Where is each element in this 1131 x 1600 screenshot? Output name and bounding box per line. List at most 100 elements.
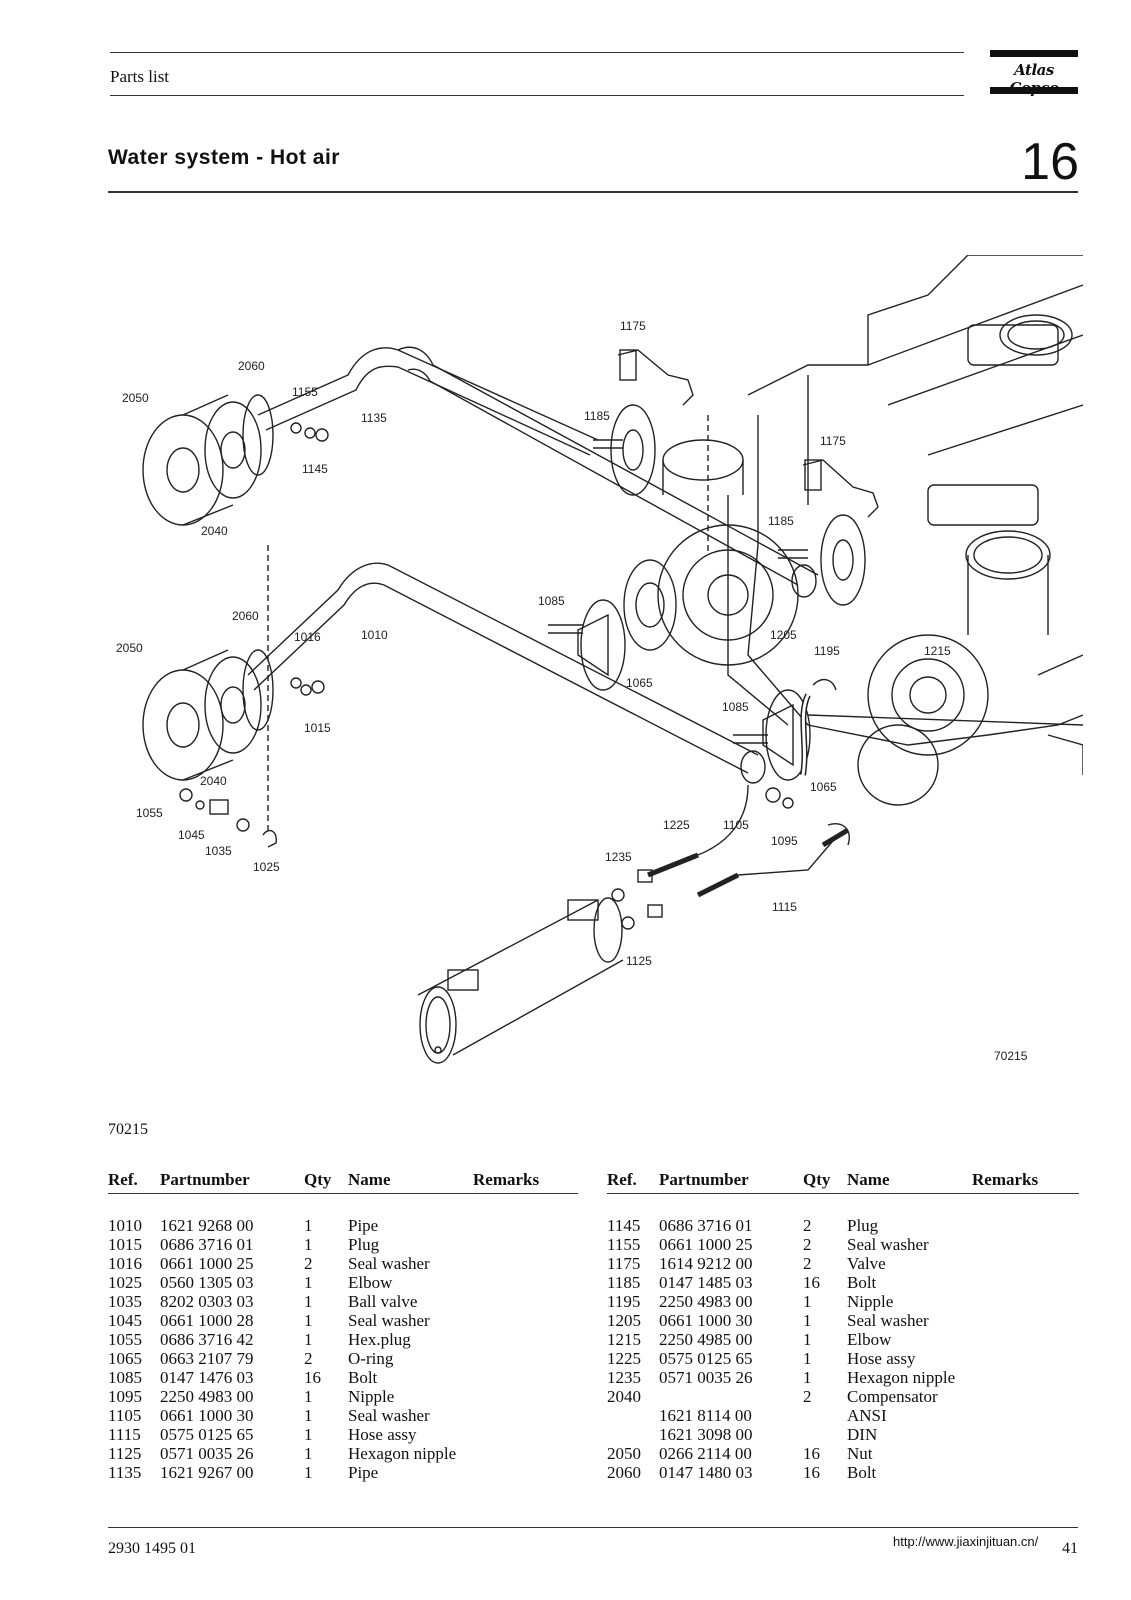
cell-part-number: 0575 0125 65 [160, 1425, 254, 1444]
document-number: 2930 1495 01 [108, 1540, 196, 1557]
cell-qty: 2 [803, 1216, 812, 1235]
cell-remarks [473, 1368, 578, 1387]
cell-name: DIN [847, 1425, 878, 1444]
cell-qty: 1 [803, 1292, 812, 1311]
cell-name: Bolt [847, 1463, 877, 1482]
cell-part-number: 1621 3098 00 [659, 1425, 753, 1444]
table-header-row: Ref. Partnumber Qty Name Remarks [108, 1170, 578, 1194]
cell-name: Seal washer [847, 1311, 929, 1330]
cell-part-number: 8202 0303 03 [160, 1292, 254, 1311]
cell-remarks [972, 1254, 1079, 1273]
cell-name: Elbow [348, 1273, 393, 1292]
callout-label: 1235 [605, 850, 632, 864]
cell-part-number: 0661 1000 25 [160, 1254, 254, 1273]
cell-part-number: 0661 1000 25 [659, 1235, 753, 1254]
cell-remarks [473, 1194, 578, 1236]
cell-qty: 16 [304, 1368, 321, 1387]
logo-bar-top [990, 50, 1078, 57]
callout-label: 1025 [253, 860, 280, 874]
logo-bar-bottom [990, 87, 1078, 94]
cell-ref: 1195 [607, 1292, 641, 1311]
cell-ref: 1035 [108, 1292, 142, 1311]
cell-remarks [473, 1254, 578, 1273]
cell-part-number: 0147 1480 03 [659, 1463, 753, 1482]
cell-part-number: 0686 3716 01 [659, 1216, 753, 1235]
cell-part-number: 0663 2107 79 [160, 1349, 254, 1368]
diagram-callouts: 1175 2060 2050 1155 1135 1185 1145 1175 … [116, 319, 1028, 1063]
cell-qty: 1 [803, 1311, 812, 1330]
callout-label: 2050 [122, 391, 149, 405]
cell-part-number: 0686 3716 01 [160, 1235, 254, 1254]
cell-remarks [972, 1387, 1079, 1406]
cell-ref [607, 1406, 659, 1425]
header-ref: Ref. [607, 1170, 659, 1194]
callout-label: 1055 [136, 806, 163, 820]
callout-label: 1205 [770, 628, 797, 642]
cell-name: Pipe [348, 1216, 379, 1235]
cell-name: Pipe [348, 1463, 379, 1482]
cell-part-number: 0560 1305 03 [160, 1273, 254, 1292]
cell-remarks [473, 1444, 578, 1463]
page-number: 41 [1062, 1540, 1078, 1557]
footer-url[interactable]: http://www.jiaxinjituan.cn/ [893, 1534, 1039, 1549]
chapter-number: 16 [1021, 133, 1079, 191]
callout-label: 1115 [772, 900, 797, 914]
header-part-number: Partnumber [160, 1170, 304, 1194]
cell-remarks [473, 1349, 578, 1368]
cell-ref: 1010 [108, 1216, 142, 1235]
header-rule-bottom [110, 95, 964, 96]
cell-name: Seal washer [348, 1311, 430, 1330]
cell-qty: 2 [803, 1254, 812, 1273]
cell-part-number: 0147 1485 03 [659, 1273, 753, 1292]
cell-qty: 2 [304, 1349, 313, 1368]
cell-ref: 1205 [607, 1311, 641, 1330]
cell-name: Compensator [847, 1387, 938, 1406]
figure-code-label: 70215 [994, 1049, 1028, 1063]
cell-qty: 2 [803, 1387, 812, 1406]
callout-label: 1010 [361, 628, 388, 642]
callout-label: 1185 [584, 409, 610, 423]
cell-remarks [972, 1194, 1079, 1236]
cell-qty: 1 [304, 1235, 313, 1254]
callout-label: 1155 [292, 385, 318, 399]
header-rule-top [110, 52, 964, 53]
cell-ref: 1016 [108, 1254, 142, 1273]
section-label: Parts list [110, 67, 170, 86]
cell-name: Plug [348, 1235, 380, 1254]
callout-label: 2040 [200, 774, 227, 788]
callout-label: 1185 [768, 514, 794, 528]
callout-label: 1195 [814, 644, 840, 658]
cell-qty: 1 [304, 1292, 313, 1311]
callout-label: 1015 [304, 721, 331, 735]
cell-qty: 1 [304, 1216, 313, 1235]
cell-name: Hexagon nipple [847, 1368, 956, 1387]
cell-part-number: 0147 1476 03 [160, 1368, 254, 1387]
callout-label: 2040 [201, 524, 228, 538]
cell-ref [607, 1425, 659, 1444]
cell-ref: 1045 [108, 1311, 142, 1330]
cell-ref: 1085 [108, 1368, 142, 1387]
cell-remarks [972, 1311, 1079, 1330]
cell-remarks [473, 1235, 578, 1254]
cell-part-number: 1621 8114 00 [659, 1406, 752, 1425]
callout-label: 1035 [205, 844, 232, 858]
cell-part-number: 0266 2114 00 [659, 1444, 752, 1463]
callout-label: 1125 [626, 954, 652, 968]
header-remarks: Remarks [473, 1170, 578, 1194]
callout-label: 1045 [178, 828, 205, 842]
callout-label: 1175 [820, 434, 846, 448]
cell-part-number: 1621 9268 00 [160, 1216, 254, 1235]
cell-remarks [473, 1273, 578, 1292]
cell-qty: 16 [803, 1463, 820, 1482]
